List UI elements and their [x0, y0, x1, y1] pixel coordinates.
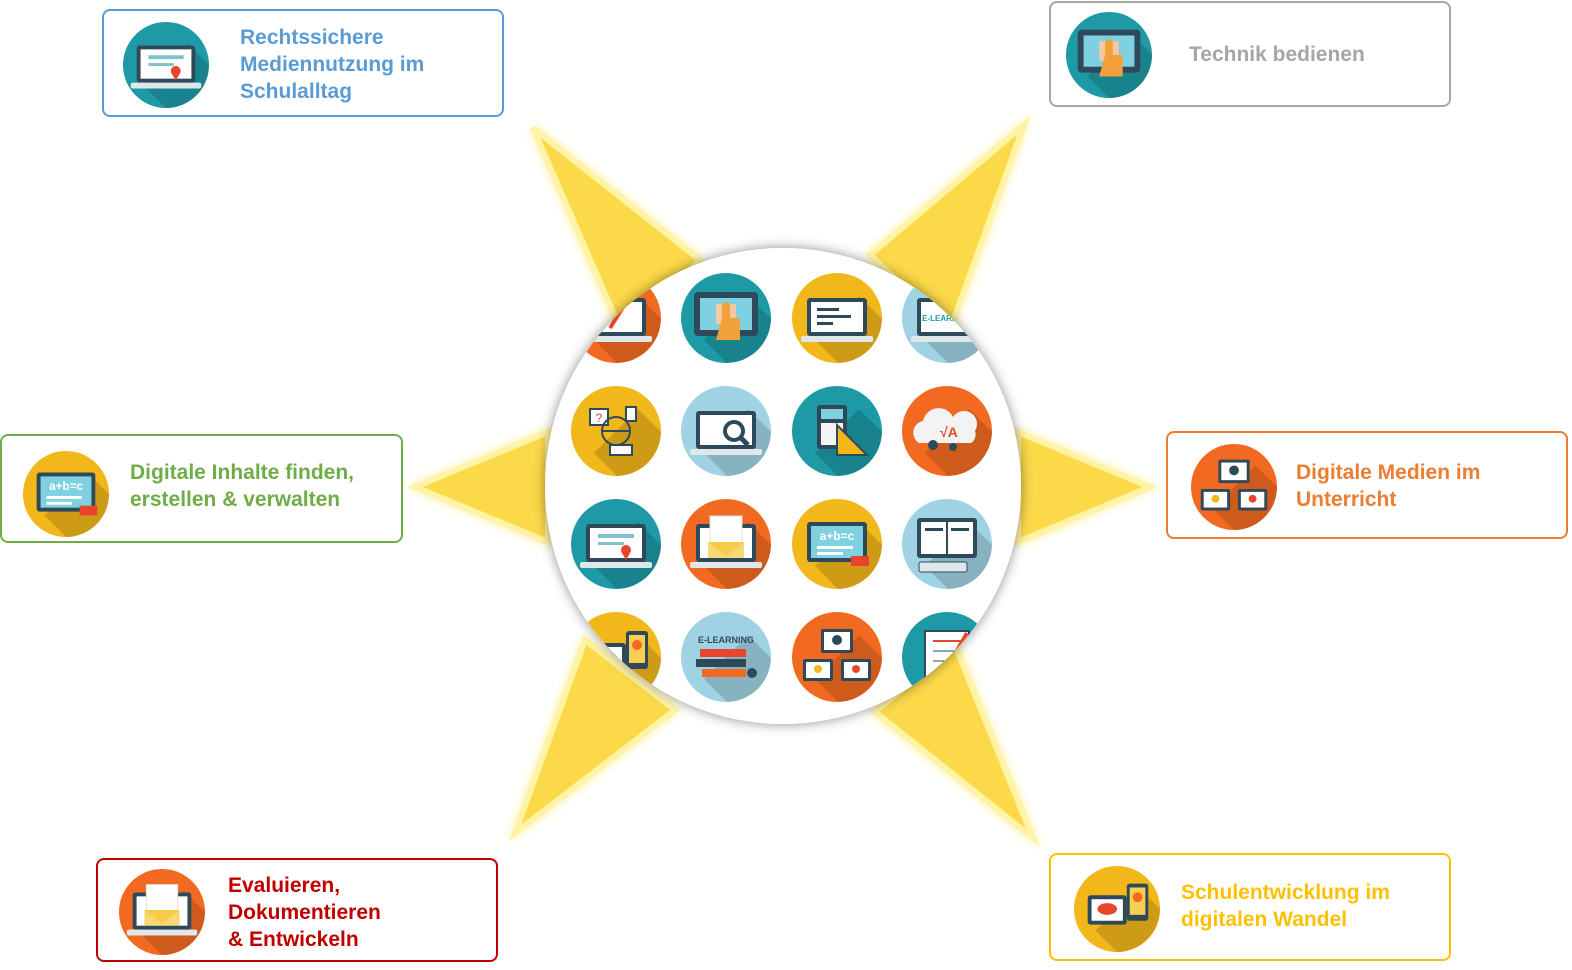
- certificate-laptop-icon: [122, 21, 210, 109]
- svg-text:√A: √A: [940, 424, 958, 440]
- ray-right: [1015, 427, 1158, 547]
- category-label-inhalte: Digitale Inhalte finden, erstellen & ver…: [130, 461, 355, 511]
- category-label-unterricht: Digitale Medien im Unterricht: [1296, 461, 1481, 511]
- svg-text:E-LEARNING: E-LEARNING: [922, 314, 972, 323]
- category-card-evaluieren[interactable]: Evaluieren, Dokumentieren & Entwickeln: [96, 858, 498, 962]
- mail-laptop-icon: [118, 868, 206, 956]
- category-card-inhalte[interactable]: a+b=c Digitale Inhalte finden, erstellen…: [0, 434, 403, 543]
- category-label-schule: Schulentwicklung im digitalen Wandel: [1181, 881, 1390, 931]
- category-label-technik: Technik bedienen: [1189, 43, 1365, 66]
- category-card-schule[interactable]: Schulentwicklung im digitalen Wandel: [1049, 853, 1451, 961]
- svg-text:a+b=c: a+b=c: [49, 480, 83, 493]
- category-label-recht: Rechtssichere Mediennutzung im Schulallt…: [240, 26, 425, 103]
- category-card-unterricht[interactable]: Digitale Medien im Unterricht: [1166, 431, 1568, 539]
- svg-text:a+b=c: a+b=c: [820, 529, 855, 543]
- tablet-chat-icon: [1073, 865, 1161, 953]
- touch-screen-icon: [1065, 11, 1153, 99]
- category-label-evaluieren: Evaluieren, Dokumentieren & Entwickeln: [228, 874, 381, 951]
- ray-bottom-left: [508, 635, 680, 842]
- svg-text:?: ?: [596, 411, 603, 425]
- hub-circle: [545, 248, 1021, 724]
- ray-left: [407, 427, 551, 547]
- video-conference-icon: [1190, 443, 1278, 531]
- category-card-technik[interactable]: Technik bedienen: [1049, 1, 1451, 107]
- svg-text:E-LEARNING: E-LEARNING: [698, 635, 754, 645]
- category-card-recht[interactable]: Rechtssichere Mediennutzung im Schulallt…: [102, 9, 504, 117]
- formula-board-icon: a+b=c: [22, 450, 110, 538]
